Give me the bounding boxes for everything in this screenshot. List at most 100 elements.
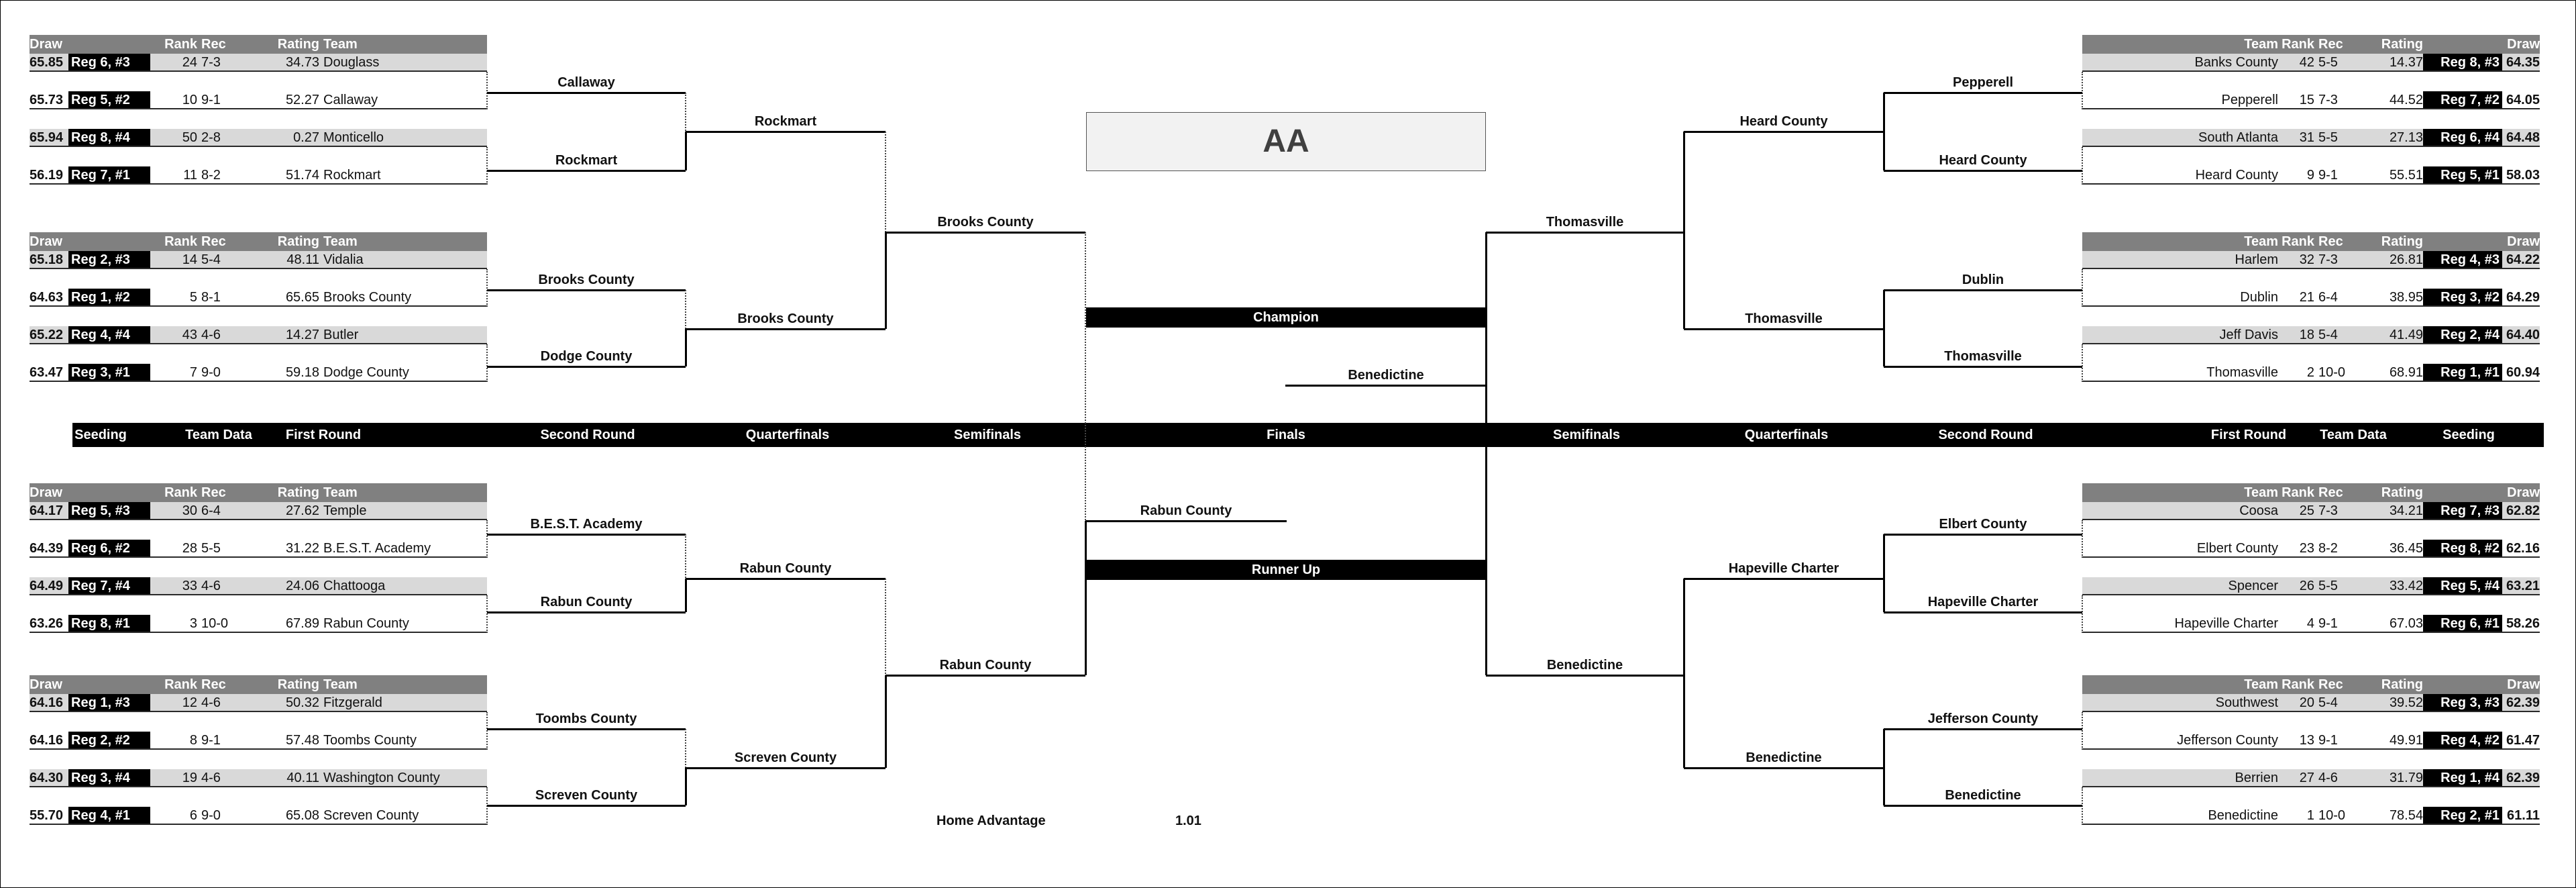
rec-cell: 5-5 [2318,579,2338,593]
draw-cell: 64.05 [2506,93,2540,107]
header-rank-cell: Rank [2282,485,2314,500]
bracket-connector [1883,729,1885,805]
seed-cell: Reg 6, #4 [2423,129,2502,146]
draw-cell: 64.16 [30,695,64,710]
seed-cell: Reg 5, #2 [68,91,150,108]
second-round-winner: Callaway [557,75,615,90]
rec-cell: 4-6 [201,695,221,710]
quarterfinal-winner: Heard County [1739,114,1828,129]
team-cell: Pepperell [2221,93,2278,107]
rec-cell: 7-3 [2318,252,2338,267]
header-rec-cell: Rec [201,234,226,249]
seed-cell: Reg 7, #3 [2423,502,2502,519]
header-rank-cell: Rank [164,234,197,249]
round-label: Semifinals [953,428,1022,442]
bracket-line [487,289,686,291]
header-team-cell: Team [2244,234,2278,249]
bracket-line [1884,289,2082,291]
header-rank-cell: Rank [2282,234,2314,249]
seed-cell: Reg 2, #1 [2423,807,2502,824]
bracket-connector [1485,232,1487,675]
team-cell: Vidalia [323,252,364,267]
seed-cell: Reg 2, #2 [68,732,150,748]
draw-cell: 64.39 [30,541,64,556]
rec-cell: 2-8 [201,130,221,145]
rating-cell: 31.79 [2389,771,2423,785]
bracket-connector [2082,712,2083,750]
rec-cell: 9-1 [201,733,221,748]
rating-cell: 0.27 [293,130,319,145]
round-label: Seeding [74,428,127,442]
team-cell: Heard County [2195,168,2278,183]
header-draw-cell: Draw [30,485,62,500]
rating-cell: 78.54 [2389,808,2423,823]
team-cell: Temple [323,503,367,518]
rec-cell: 9-1 [201,93,221,107]
draw-cell: 65.73 [30,93,64,107]
rating-cell: 67.89 [285,616,319,631]
round-label: Second Round [540,428,635,442]
draw-cell: 64.35 [2506,55,2540,70]
draw-cell: 55.70 [30,808,64,823]
seed-cell: Reg 7, #4 [68,577,150,594]
draw-cell: 62.16 [2506,541,2540,556]
rec-cell: 7-3 [201,55,221,70]
second-round-winner: Brooks County [538,273,635,287]
rank-cell: 24 [182,55,197,70]
bracket-line [885,232,1085,234]
home-advantage-label: Home Advantage [936,813,1046,828]
round-label: Quarterfinals [1744,428,1829,442]
team-cell: Toombs County [323,733,417,748]
draw-cell: 65.85 [30,55,64,70]
team-cell: Spencer [2228,579,2279,593]
team-cell: South Atlanta [2198,130,2278,145]
team-cell: Douglass [323,55,380,70]
rank-cell: 3 [189,616,197,631]
rank-cell: 42 [2299,55,2314,70]
rank-cell: 30 [182,503,197,518]
header-rating-cell: Rating [2381,234,2423,249]
second-round-winner: Pepperell [1952,75,2014,90]
team-cell: B.E.S.T. Academy [323,541,431,556]
rank-cell: 14 [182,252,197,267]
bracket-connector [486,147,488,185]
bracket-connector [2082,269,2083,307]
bracket-line [686,328,885,330]
rank-cell: 31 [2299,130,2314,145]
draw-cell: 62.39 [2506,695,2540,710]
header-rec-cell: Rec [201,37,226,52]
draw-cell: 64.29 [2506,290,2540,305]
